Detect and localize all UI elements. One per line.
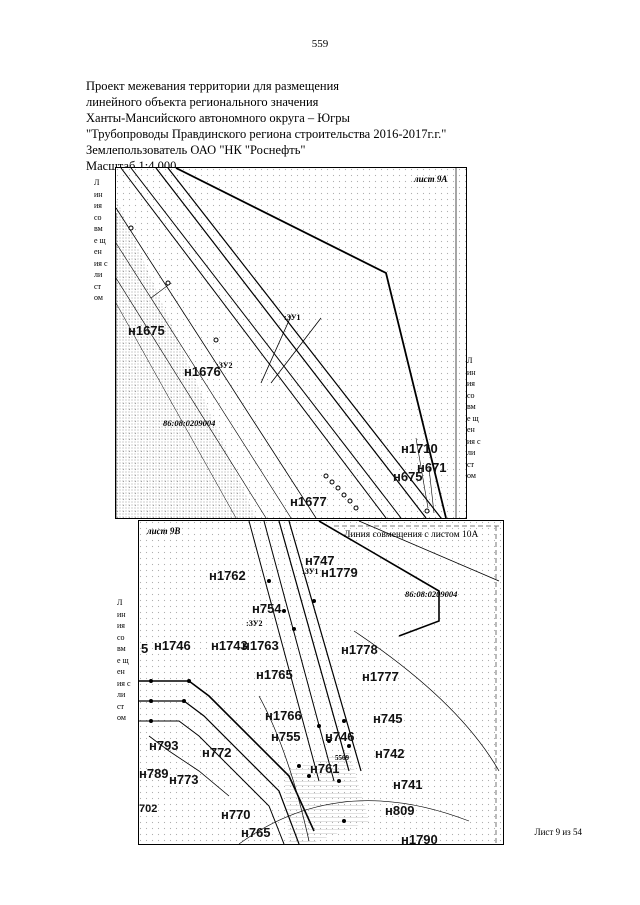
match-line-label-left-9b: Л ин ия со вм е щ ен ия с ли ст ом bbox=[117, 598, 131, 722]
map-9a-drawing bbox=[116, 168, 466, 518]
point-label: н1778 bbox=[341, 642, 378, 657]
point-label: н765 bbox=[241, 825, 271, 840]
point-label: н1710 bbox=[401, 441, 438, 456]
cadastral-number: 86:08:0209004 bbox=[163, 418, 216, 428]
point-label: н1779 bbox=[321, 565, 358, 580]
match-line-label-10a: Линия совмещения с листом 10А bbox=[344, 530, 479, 540]
map-sheet-9a: лист 9А :ЗУ1 :ЗУ2 86:08:0209004 н1675 н1… bbox=[115, 167, 467, 519]
point-label: 702 bbox=[139, 803, 158, 815]
point-label: н1763 bbox=[242, 638, 279, 653]
map-sheet-9b: лист 9В Линия совмещения с листом 10А 86… bbox=[138, 520, 504, 845]
point-label: н1777 bbox=[362, 669, 399, 684]
sheet-counter: Лист 9 из 54 bbox=[534, 827, 582, 837]
header-line-1: Проект межевания территории для размещен… bbox=[86, 79, 340, 93]
parcel-label-zu2: :ЗУ2 bbox=[216, 361, 233, 370]
point-label: н741 bbox=[393, 777, 423, 792]
cadastral-number: 86:08:0209004 bbox=[405, 589, 458, 599]
point-label: н671 bbox=[417, 460, 447, 475]
point-label: н742 bbox=[375, 746, 405, 761]
header-line-2: линейного объекта регионального значения bbox=[86, 95, 319, 109]
header-line-4: "Трубопроводы Правдинского региона строи… bbox=[86, 127, 447, 141]
point-label: н1743 bbox=[211, 638, 248, 653]
point-label: н1766 bbox=[265, 708, 302, 723]
area-number: 5569 bbox=[335, 754, 349, 762]
match-line-label-left-9a: Л ин ия со вм е щ ен ия с ли ст ом bbox=[94, 178, 108, 302]
point-label: н1762 bbox=[209, 568, 246, 583]
header-line-3: Ханты-Мансийского автономного округа – Ю… bbox=[86, 111, 350, 125]
map-9b-drawing bbox=[139, 521, 503, 844]
header-line-5: Землепользователь ОАО "НК "Роснефть" bbox=[86, 143, 306, 157]
point-label: н809 bbox=[385, 803, 415, 818]
page-number: 559 bbox=[311, 38, 329, 50]
point-label: н1675 bbox=[128, 323, 165, 338]
point-label: н1765 bbox=[256, 667, 293, 682]
point-label: н755 bbox=[271, 729, 301, 744]
point-label: н1746 bbox=[154, 638, 191, 653]
point-label: н761 bbox=[310, 761, 340, 776]
sheet-label-9a: лист 9А bbox=[414, 174, 448, 184]
parcel-label-zu1: :ЗУ1 bbox=[302, 567, 319, 576]
parcel-label-zu1: :ЗУ1 bbox=[284, 313, 301, 322]
point-label: 5 bbox=[141, 641, 149, 656]
point-label: н793 bbox=[149, 738, 179, 753]
parcel-label-zu2: :ЗУ2 bbox=[246, 619, 263, 628]
point-label: н675 bbox=[393, 469, 423, 484]
point-label: н1676 bbox=[184, 364, 221, 379]
point-label: н754 bbox=[252, 601, 282, 616]
sheet-label-9b: лист 9В bbox=[147, 526, 181, 536]
point-label: н1790 bbox=[401, 832, 438, 845]
point-label: н746 bbox=[325, 729, 355, 744]
match-line-label-right-9a: Л ин ия со вм е щ ен ия с ли ст ом bbox=[467, 356, 481, 480]
document-header: Проект межевания территории для размещен… bbox=[86, 78, 446, 174]
point-label: н1677 bbox=[290, 494, 327, 509]
point-label: н745 bbox=[373, 711, 403, 726]
point-label: н773 bbox=[169, 772, 199, 787]
point-label: н772 bbox=[202, 745, 232, 760]
point-label: н789 bbox=[139, 766, 169, 781]
point-label: н770 bbox=[221, 807, 251, 822]
point-label: н747 bbox=[305, 553, 335, 568]
